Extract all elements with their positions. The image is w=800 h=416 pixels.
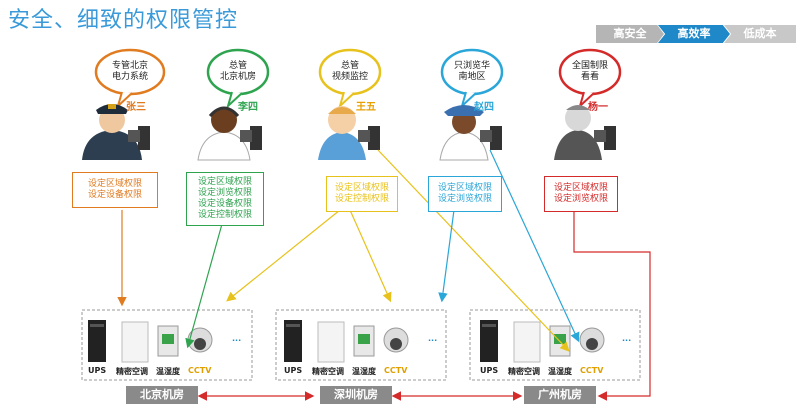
device-label-cctv: CCTV	[580, 366, 604, 375]
bubble-text-zhangsan: 专管北京电力系统	[111, 61, 148, 82]
persona-name-yangyi: 杨一	[588, 102, 608, 113]
page-title: 安全、细致的权限管控	[8, 8, 239, 33]
arrow-zhaosi-shenzhen	[438, 209, 455, 303]
persona-yangyi-figure	[554, 105, 616, 160]
device-label-cctv: CCTV	[188, 366, 212, 375]
device-label-th: 温湿度	[352, 367, 376, 376]
arrow-zhaosi-guangzhou	[489, 149, 580, 343]
room-frame-beijing	[81, 309, 253, 381]
perm-box-wangwu: 设定区域权限设定控制权限	[326, 176, 398, 212]
perm-box-zhangsan: 设定区域权限设定设备权限	[72, 172, 158, 208]
arrow-wangwu-shenzhen	[349, 209, 392, 303]
arrow-wangwu-beijing	[226, 209, 341, 302]
tab-low-cost: 低成本	[724, 25, 796, 43]
speech-bubble-yangyi	[558, 48, 622, 110]
arrow-wangwu-guangzhou	[377, 149, 570, 352]
device-more: ...	[232, 334, 242, 343]
persona-wangwu-figure	[318, 106, 380, 160]
device-label-ups: UPS	[284, 366, 303, 375]
room-label-guangzhou: 广州机房	[524, 386, 596, 404]
persona-name-zhangsan: 张三	[126, 102, 146, 113]
perm-box-lisi: 设定区域权限设定浏览权限 设定设备权限设定控制权限	[186, 172, 264, 226]
device-label-ups: UPS	[88, 366, 107, 375]
bubble-text-wangwu: 总管视频监控	[331, 61, 368, 82]
device-more: ...	[622, 334, 632, 343]
room-frame-shenzhen	[275, 309, 447, 381]
persona-name-lisi: 李四	[238, 102, 258, 113]
bubble-text-lisi: 总管北京机房	[219, 61, 256, 82]
device-label-ups: UPS	[480, 366, 499, 375]
room-devices-shenzhen	[284, 320, 409, 363]
room-label-beijing: 北京机房	[126, 386, 198, 404]
speech-bubble-lisi	[206, 48, 270, 110]
arrow-lisi-beijing	[185, 223, 223, 349]
device-label-ac: 精密空调	[312, 367, 344, 376]
persona-zhaosi-figure	[439, 105, 502, 161]
tab-high-efficiency: 高效率	[658, 25, 730, 43]
bubble-text-yangyi: 全国制限看看	[571, 61, 608, 82]
room-devices-guangzhou	[480, 320, 605, 363]
device-label-ac: 精密空调	[508, 367, 540, 376]
room-label-shenzhen: 深圳机房	[320, 386, 392, 404]
persona-name-wangwu: 王五	[356, 102, 376, 113]
device-more: ...	[428, 334, 438, 343]
persona-zhangsan-figure	[82, 104, 150, 160]
tab-high-security: 高安全	[596, 25, 664, 43]
device-label-th: 温湿度	[156, 367, 180, 376]
perm-box-zhaosi: 设定区域权限设定浏览权限	[428, 176, 502, 212]
bubble-text-zhaosi: 只浏览华南地区	[453, 61, 490, 82]
speech-bubble-wangwu	[318, 48, 382, 110]
persona-lisi-figure	[197, 106, 262, 161]
arrow-yangyi-all	[573, 212, 651, 401]
device-label-th: 温湿度	[548, 367, 572, 376]
speech-bubble-zhaosi	[440, 48, 504, 110]
device-label-ac: 精密空调	[116, 367, 148, 376]
perm-box-yangyi: 设定区域权限设定浏览权限	[544, 176, 618, 212]
speech-bubble-zhangsan	[94, 48, 166, 110]
persona-name-zhaosi: 赵四	[474, 102, 494, 113]
device-label-cctv: CCTV	[384, 366, 408, 375]
room-frame-guangzhou	[469, 309, 641, 381]
